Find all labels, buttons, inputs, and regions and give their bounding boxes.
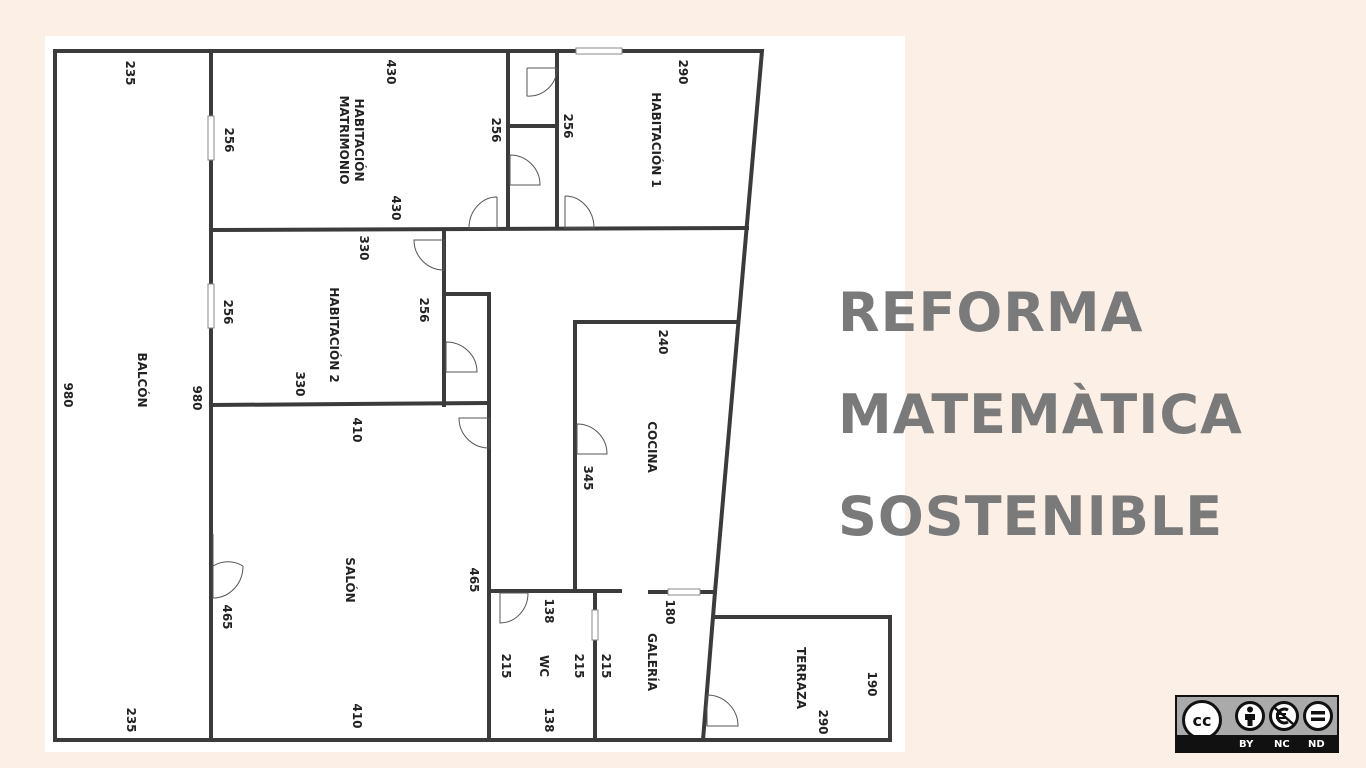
title-line-3: SOSTENIBLE: [838, 485, 1224, 548]
dim-hab2-bottom: 330: [293, 371, 307, 396]
terrace-wall: [701, 615, 892, 742]
dim-cocina-left: 345: [581, 465, 595, 490]
license-nd: ND: [1308, 739, 1325, 750]
dim-salon-left: 465: [220, 604, 234, 629]
window-wc: [591, 609, 599, 641]
dim-salon-bottom: 410: [350, 703, 364, 728]
door-cocina: [576, 423, 608, 455]
room-label-salon: SALÓN: [343, 557, 358, 602]
door-closet-bottom: [509, 154, 541, 186]
door-hab2: [413, 239, 445, 271]
dim-balcon-bottom: 235: [124, 707, 138, 732]
cc-license-terms-bar: BY NC ND: [1177, 735, 1337, 751]
door-closet-top: [526, 67, 558, 97]
window-matrimonio: [207, 115, 215, 161]
room-label-matrimonio-2: MATRIMONIO: [337, 95, 351, 184]
wall-bedrooms-bottom: [208, 225, 750, 233]
dim-wc-bottom: 138: [542, 707, 556, 732]
room-label-terraza: TERRAZA: [794, 647, 808, 710]
dim-hab1-top: 290: [676, 59, 690, 84]
by-person-icon: [1235, 701, 1265, 731]
title-line-2: MATEMÀTICA: [838, 383, 1243, 446]
door-matrimonio: [468, 196, 498, 229]
dim-salon-top: 410: [350, 417, 364, 442]
room-label-balcon: BALCÓN: [135, 352, 150, 407]
outer-wall: [53, 49, 765, 742]
wall-hab2-bottom: [208, 400, 492, 408]
dim-closet-left: 256: [489, 117, 503, 142]
wall-cocina: [573, 320, 740, 593]
window-hab2: [207, 283, 215, 329]
door-wc: [499, 592, 529, 624]
floor-plan-panel: [45, 36, 905, 752]
door-salon-balcony-bottom: [212, 565, 244, 599]
dim-wc-left: 215: [499, 653, 513, 678]
cc-license-badge[interactable]: cc BY NC ND: [1175, 695, 1339, 753]
title-block: REFORMA MATEMÀTICA SOSTENIBLE: [838, 262, 1278, 568]
dim-matrimonio-top: 430: [384, 59, 398, 84]
dim-terraza-right: 190: [865, 671, 879, 696]
dim-matrimonio-left: 256: [222, 127, 236, 152]
room-label-habitacion2: HABITACIÓN 2: [327, 287, 342, 383]
door-terraza: [706, 694, 739, 727]
wall-hab2-closet: [442, 292, 491, 407]
equals-icon: [1303, 701, 1333, 731]
door-salon-balcony-top: [212, 534, 244, 567]
room-label-wc: WC: [537, 655, 551, 677]
dim-terraza-bottom: 290: [816, 709, 830, 734]
dim-wc-top: 138: [542, 598, 556, 623]
door-salon: [458, 417, 490, 449]
door-hab2-closet: [445, 341, 478, 373]
dim-cocina-top: 240: [656, 329, 670, 354]
room-label-matrimonio: HABITACIÓN: [352, 99, 367, 182]
dim-balcon-left: 980: [61, 382, 75, 407]
dim-hab2-left: 256: [221, 299, 235, 324]
dim-balcon-top: 235: [123, 60, 137, 85]
room-label-cocina: COCINA: [645, 421, 659, 473]
dim-matrimonio-bottom: 430: [389, 195, 403, 220]
title-line-1: REFORMA: [838, 281, 1144, 344]
window-galeria: [667, 588, 701, 596]
dim-galeria-left: 215: [599, 653, 613, 678]
dim-wc-right: 215: [572, 653, 586, 678]
window-hab1: [575, 47, 623, 55]
dim-left-980: 980: [190, 385, 204, 410]
license-nc: NC: [1274, 739, 1290, 750]
dim-hab2-top: 330: [357, 235, 371, 260]
room-label-habitacion1: HABITACIÓN 1: [649, 92, 664, 188]
dim-hab2-right: 256: [417, 297, 431, 322]
cc-logo-icon: cc: [1182, 700, 1222, 740]
dim-salon-right: 465: [467, 567, 481, 592]
door-hab1: [564, 195, 595, 229]
dim-galeria-top: 180: [663, 599, 677, 624]
room-label-galeria: GALERÍA: [645, 633, 660, 692]
no-euro-icon: [1269, 701, 1299, 731]
dim-closet-right: 256: [561, 113, 575, 138]
license-by: BY: [1239, 739, 1254, 750]
